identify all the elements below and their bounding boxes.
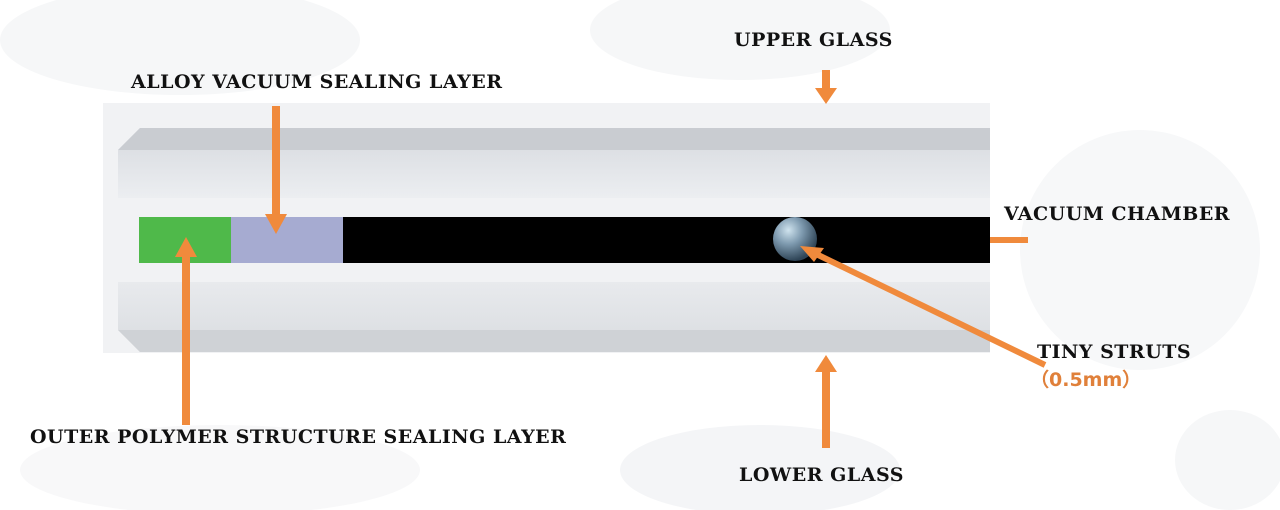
label-vacuum-chamber: VACUUM CHAMBER <box>1003 203 1230 225</box>
arrow-lower-glass <box>822 368 830 448</box>
arrow-vacuum-chamber <box>990 237 1028 243</box>
label-upper-glass: UPPER GLASS <box>734 29 893 51</box>
arrow-upper-glass <box>822 70 830 92</box>
arrow-tiny-struts <box>810 249 1047 368</box>
label-tiny-struts-size: （0.5mm） <box>1030 368 1141 391</box>
alloy-sealing-layer <box>231 217 343 263</box>
label-lower-glass: LOWER GLASS <box>739 464 904 486</box>
upper-glass-pane <box>118 128 990 198</box>
lower-glass-pane <box>118 282 990 352</box>
label-outer-polymer: OUTER POLYMER STRUCTURE SEALING LAYER <box>30 426 566 448</box>
vacuum-chamber <box>343 217 990 263</box>
label-tiny-struts: TINY STRUTS <box>1037 341 1191 363</box>
arrow-polymer-layer <box>182 255 190 425</box>
label-alloy-layer: ALLOY VACUUM SEALING LAYER <box>130 71 503 93</box>
arrow-alloy-layer <box>272 106 280 216</box>
arrows <box>175 70 1028 448</box>
arrow-tiny-struts-head <box>800 246 824 262</box>
